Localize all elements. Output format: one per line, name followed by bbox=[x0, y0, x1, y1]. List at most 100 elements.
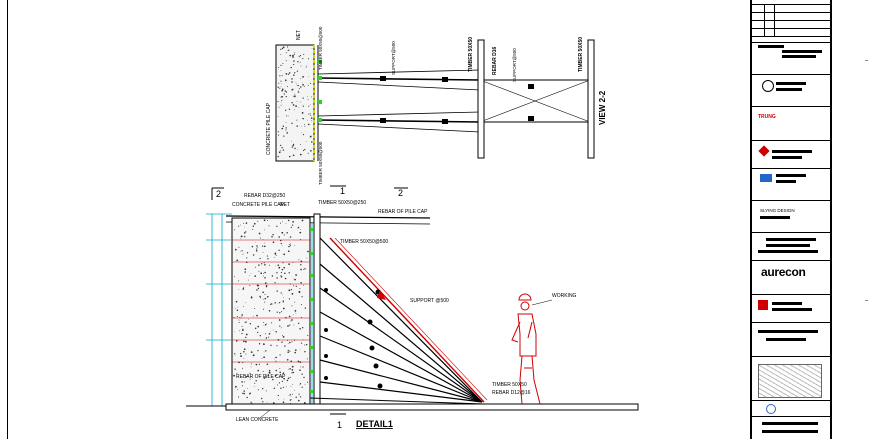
concrete-stipple bbox=[281, 47, 284, 50]
concrete-stipple bbox=[235, 385, 237, 388]
concrete-stipple bbox=[246, 388, 248, 389]
concrete-stipple bbox=[253, 386, 255, 387]
concrete-stipple bbox=[241, 332, 243, 335]
concrete-stipple bbox=[299, 348, 301, 350]
detail-title-block: 1 DETAIL1 bbox=[330, 413, 393, 430]
concrete-stipple bbox=[278, 382, 281, 384]
concrete-stipple bbox=[300, 281, 302, 284]
concrete-stipple bbox=[279, 325, 281, 327]
concrete-stipple bbox=[287, 250, 290, 253]
concrete-stipple bbox=[296, 83, 297, 85]
concrete-stipple bbox=[264, 301, 266, 303]
concrete-stipple bbox=[289, 54, 292, 57]
concrete-stipple bbox=[281, 74, 283, 76]
concrete-stipple bbox=[280, 102, 282, 103]
concrete-stipple bbox=[242, 367, 243, 369]
concrete-stipple bbox=[285, 121, 287, 123]
concrete-stipple bbox=[270, 303, 272, 305]
concrete-stipple bbox=[291, 319, 293, 321]
detail-1: 2 1 2 bbox=[186, 185, 639, 430]
concrete-stipple bbox=[234, 353, 236, 355]
concrete-stipple bbox=[291, 372, 293, 374]
concrete-stipple bbox=[307, 250, 309, 253]
concrete-stipple bbox=[280, 54, 282, 56]
concrete-stipple bbox=[253, 222, 256, 225]
concrete-stipple bbox=[244, 236, 246, 238]
concrete-stipple bbox=[311, 96, 312, 98]
concrete-stipple bbox=[296, 101, 298, 103]
concrete-stipple bbox=[258, 342, 261, 345]
concrete-stipple bbox=[257, 325, 260, 328]
concrete-stipple bbox=[272, 241, 275, 244]
concrete-stipple bbox=[310, 117, 313, 119]
concrete-stipple bbox=[238, 396, 240, 398]
concrete-stipple bbox=[282, 299, 284, 301]
concrete-stipple bbox=[280, 276, 283, 278]
concrete-stipple bbox=[233, 276, 235, 278]
concrete-stipple bbox=[292, 144, 295, 146]
concrete-stipple bbox=[255, 363, 258, 366]
concrete-stipple bbox=[256, 314, 258, 317]
concrete-stipple bbox=[278, 106, 280, 108]
label-working: WORKING bbox=[552, 293, 577, 299]
concrete-stipple bbox=[281, 83, 283, 85]
concrete-stipple bbox=[257, 349, 259, 352]
concrete-stipple bbox=[295, 105, 297, 107]
concrete-stipple bbox=[265, 284, 268, 287]
concrete-stipple bbox=[280, 96, 282, 98]
concrete-stipple bbox=[291, 146, 293, 148]
concrete-stipple bbox=[304, 383, 306, 385]
concrete-stipple bbox=[290, 320, 292, 322]
concrete-stipple bbox=[308, 105, 310, 107]
view22-pile-cap bbox=[275, 44, 315, 162]
concrete-stipple bbox=[299, 396, 302, 398]
concrete-stipple bbox=[278, 151, 281, 154]
concrete-stipple bbox=[279, 87, 281, 89]
concrete-stipple bbox=[272, 402, 275, 404]
detail-rebar-lines bbox=[232, 239, 310, 363]
concrete-stipple bbox=[255, 380, 257, 382]
section-marker-2-left: 2 bbox=[211, 187, 224, 200]
concrete-stipple bbox=[263, 343, 265, 346]
concrete-stipple bbox=[291, 293, 294, 295]
concrete-stipple bbox=[292, 371, 295, 374]
concrete-stipple bbox=[249, 284, 251, 287]
concrete-stipple bbox=[287, 377, 290, 380]
concrete-stipple bbox=[308, 113, 310, 115]
concrete-stipple bbox=[284, 345, 286, 347]
concrete-stipple bbox=[234, 307, 236, 309]
concrete-stipple bbox=[259, 237, 261, 239]
concrete-stipple bbox=[291, 140, 292, 142]
concrete-stipple bbox=[272, 378, 274, 381]
concrete-stipple bbox=[295, 285, 297, 287]
concrete-stipple bbox=[274, 257, 276, 258]
concrete-stipple bbox=[246, 252, 249, 254]
concrete-stipple bbox=[281, 88, 284, 91]
concrete-stipple bbox=[266, 402, 268, 403]
concrete-stipple bbox=[263, 377, 266, 379]
concrete-stipple bbox=[285, 129, 287, 131]
label-net: NET bbox=[280, 202, 290, 208]
concrete-stipple bbox=[292, 393, 293, 395]
concrete-stipple bbox=[285, 60, 287, 62]
concrete-stipple bbox=[300, 65, 302, 67]
detail-concrete-hatch bbox=[233, 219, 309, 405]
concrete-stipple bbox=[299, 383, 302, 385]
concrete-stipple bbox=[287, 73, 290, 75]
concrete-stipple bbox=[291, 341, 293, 343]
concrete-stipple bbox=[284, 272, 286, 274]
concrete-stipple bbox=[244, 340, 247, 343]
concrete-stipple bbox=[281, 380, 284, 383]
concrete-stipple bbox=[279, 367, 281, 369]
concrete-stipple bbox=[254, 275, 257, 277]
concrete-stipple bbox=[254, 327, 257, 330]
concrete-stipple bbox=[243, 223, 245, 225]
concrete-stipple bbox=[292, 221, 294, 223]
detail-diagonal-supports bbox=[319, 237, 483, 403]
concrete-stipple bbox=[280, 144, 282, 147]
concrete-stipple bbox=[296, 70, 299, 72]
label-lean-concrete: LEAN CONCRETE bbox=[236, 417, 279, 423]
concrete-stipple bbox=[263, 299, 264, 300]
concrete-stipple bbox=[282, 336, 285, 338]
concrete-stipple bbox=[288, 395, 289, 397]
